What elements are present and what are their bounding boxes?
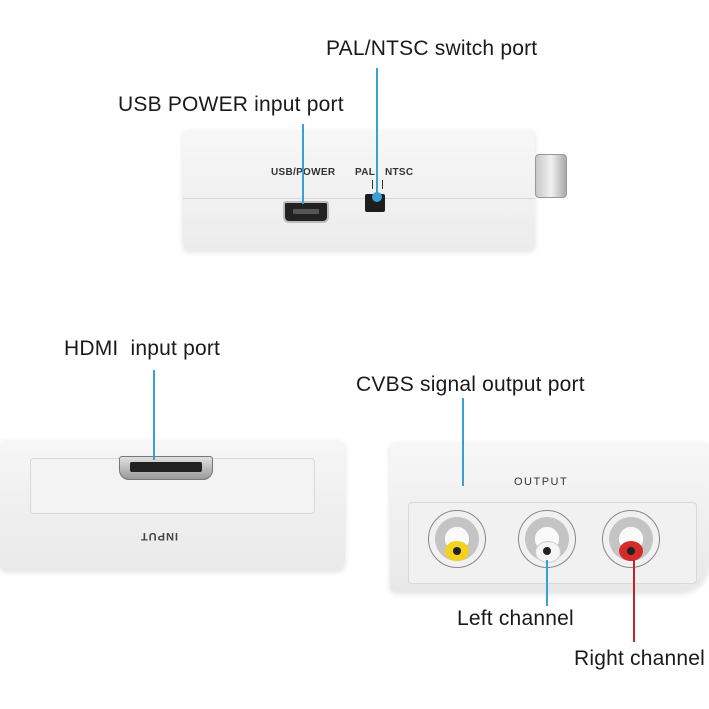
- hdmi-callout-label: HDMI input port: [64, 337, 221, 360]
- converter-top-view: USB/POWER PAL NTSC: [183, 130, 567, 250]
- left-channel-callout-label: Left channel: [457, 607, 574, 630]
- rca-red-jack: [602, 510, 660, 568]
- white-pin: [543, 547, 551, 555]
- ntsc-tick: [382, 180, 383, 189]
- rca-side-connector: [535, 154, 567, 198]
- input-face-label: INPUT: [140, 530, 178, 542]
- hdmi-port: [119, 456, 213, 480]
- rca-yellow-jack: [428, 510, 486, 568]
- left-channel-pointer-line: [546, 560, 548, 606]
- pal-face-label: PAL: [355, 167, 376, 178]
- hdmi-pointer-line: [153, 370, 155, 460]
- red-pin: [627, 547, 635, 555]
- pal-ntsc-pointer-line: [376, 68, 378, 196]
- usb-power-callout-label: USB POWER input port: [118, 93, 344, 116]
- ntsc-face-label: NTSC: [385, 167, 414, 178]
- cvbs-callout-label: CVBS signal output port: [356, 373, 585, 396]
- yellow-pin: [453, 547, 461, 555]
- pal-ntsc-callout-label: PAL/NTSC switch port: [326, 37, 538, 60]
- converter-hdmi-side: INPUT: [0, 440, 345, 570]
- usb-power-pointer-line: [302, 124, 304, 204]
- rca-white-jack: [518, 510, 576, 568]
- cvbs-pointer-line: [462, 398, 464, 486]
- pal-ntsc-pointer-dot: [372, 192, 382, 202]
- device-seam: [183, 198, 535, 199]
- right-channel-callout-label: Right channel: [574, 647, 706, 670]
- output-face-label: OUTPUT: [514, 476, 569, 488]
- pal-tick: [372, 180, 373, 189]
- mini-usb-port: [283, 201, 329, 223]
- converter-output-side: OUTPUT: [390, 442, 709, 592]
- right-channel-pointer-line: [633, 560, 635, 642]
